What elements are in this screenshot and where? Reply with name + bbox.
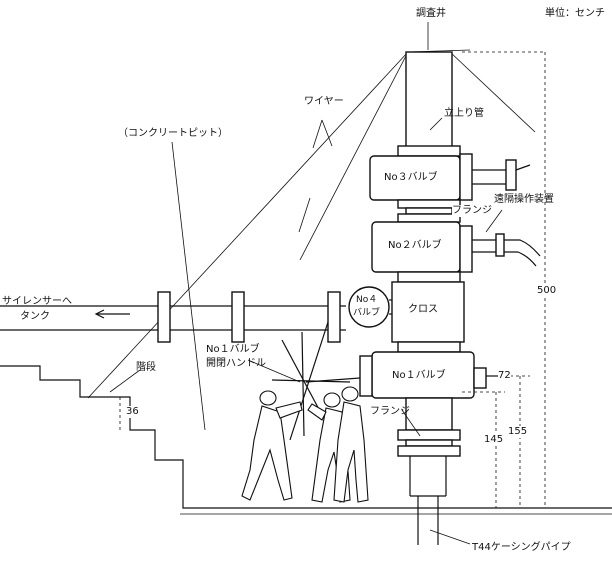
- dim-36-label: 36: [126, 406, 139, 418]
- cross-fitting: [391, 281, 465, 353]
- silencer-pipe: [0, 291, 346, 343]
- worker-left: [241, 390, 303, 501]
- ground-line: [180, 507, 612, 515]
- valve-1-label: No１バルブ: [392, 370, 446, 382]
- remote-control-label: 遠隔操作装置: [494, 194, 554, 205]
- dim-155-label: 155: [508, 426, 528, 438]
- valve-3-label: No３バルブ: [384, 172, 438, 184]
- valve-4-label-line2: バルブ: [353, 308, 381, 318]
- lower-flange-label: フランジ: [370, 406, 410, 417]
- valve-2-label: No２バルブ: [388, 240, 442, 252]
- valve-1-handle: [271, 321, 361, 441]
- valve-1-handle-label-line1: No１バルブ: [206, 344, 260, 355]
- tank-label: タンク: [20, 311, 50, 322]
- unit-label: 単位：センチ: [545, 8, 605, 19]
- dim-145-label: 145: [484, 434, 504, 446]
- valve-4-label-line1: No４: [356, 295, 378, 305]
- worker-figures: [241, 386, 369, 503]
- worker-right: [333, 386, 369, 503]
- upper-flange: [397, 199, 461, 223]
- support-wires: [87, 49, 536, 399]
- silencer-label: サイレンサーへ: [2, 296, 72, 307]
- survey-well-label: 調査井: [416, 8, 446, 19]
- concrete-pit-label: （コンクリートピット）: [118, 128, 228, 139]
- dimension-lines: [119, 51, 546, 508]
- valve-1: [359, 351, 498, 431]
- valve-2: [371, 221, 541, 283]
- staircase: [0, 365, 185, 509]
- leader-lines: [109, 22, 503, 545]
- dim-72-label: 72: [498, 370, 511, 382]
- casing-pipe-label: T44ケーシングパイプ: [472, 542, 571, 553]
- upper-flange-label: フランジ: [452, 205, 492, 217]
- stairs-label: 階段: [136, 362, 156, 373]
- riser-pipe: [405, 51, 453, 153]
- cross-label: クロス: [408, 304, 438, 316]
- riser-pipe-label: 立上り管: [444, 108, 484, 119]
- lower-flange: [397, 429, 461, 457]
- valve-1-handle-label-line2: 開閉ハンドル: [206, 358, 266, 369]
- valve-4: [348, 286, 392, 328]
- wire-label: ワイヤー: [304, 96, 344, 107]
- dim-500-label: 500: [537, 285, 557, 297]
- casing-pipe: [409, 456, 447, 545]
